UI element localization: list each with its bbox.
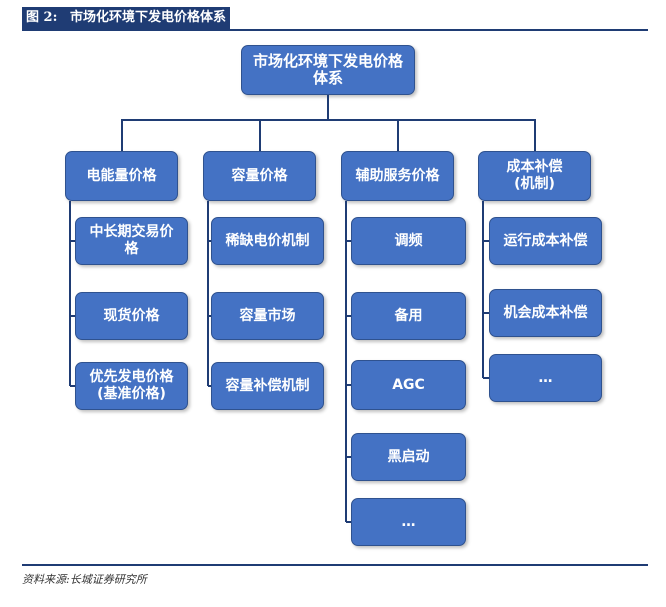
leaf-node-3-1-label: 调频 bbox=[394, 232, 423, 249]
leaf-node-4-1: 运行成本补偿 bbox=[489, 217, 602, 265]
leaf-node-3-4: 黑启动 bbox=[351, 433, 466, 481]
connector-leaf-3-2 bbox=[346, 315, 351, 317]
connector-leaf-3-4 bbox=[346, 456, 351, 458]
leaf-node-2-1-label: 稀缺电价机制 bbox=[225, 232, 310, 249]
leaf-node-2-3-label: 容量补偿机制 bbox=[225, 377, 310, 394]
figure-number: 图 2: bbox=[22, 7, 66, 29]
connector-spine-3 bbox=[345, 201, 347, 522]
leaf-node-1-2: 现货价格 bbox=[75, 292, 188, 340]
leaf-node-1-2-label: 现货价格 bbox=[103, 307, 160, 324]
leaf-node-1-1: 中长期交易价 格 bbox=[75, 217, 188, 265]
connector-leaf-1-3 bbox=[70, 385, 75, 387]
figure-header: 图 2: 市场化环境下发电价格体系 bbox=[22, 7, 648, 31]
category-node-1: 电能量价格 bbox=[65, 151, 178, 201]
leaf-node-4-2-label: 机会成本补偿 bbox=[503, 304, 588, 321]
category-node-4-label: 成本补偿 (机制) bbox=[506, 159, 563, 192]
connector-bus bbox=[120, 119, 536, 121]
leaf-node-1-3-label: 优先发电价格 (基准价格) bbox=[89, 369, 174, 402]
leaf-node-3-5-label: … bbox=[401, 513, 416, 530]
leaf-node-2-2-label: 容量市场 bbox=[239, 307, 296, 324]
figure-title: 市场化环境下发电价格体系 bbox=[66, 7, 231, 29]
leaf-node-3-1: 调频 bbox=[351, 217, 466, 265]
leaf-node-4-1-label: 运行成本补偿 bbox=[503, 232, 588, 249]
connector-category-2 bbox=[258, 120, 261, 151]
leaf-node-4-3: … bbox=[489, 354, 602, 402]
leaf-node-2-2: 容量市场 bbox=[211, 292, 324, 340]
leaf-node-3-3: AGC bbox=[351, 360, 466, 410]
connector-category-4 bbox=[533, 120, 536, 151]
connector-leaf-3-1 bbox=[346, 240, 351, 242]
connector-root bbox=[327, 95, 329, 120]
category-node-3-label: 辅助服务价格 bbox=[355, 167, 440, 184]
connector-leaf-3-3 bbox=[346, 384, 351, 386]
leaf-node-3-2-label: 备用 bbox=[394, 307, 423, 324]
leaf-node-2-1: 稀缺电价机制 bbox=[211, 217, 324, 265]
category-node-2-label: 容量价格 bbox=[231, 167, 288, 184]
connector-leaf-1-1 bbox=[70, 240, 75, 242]
connector-leaf-4-1 bbox=[483, 240, 489, 242]
leaf-node-3-4-label: 黑启动 bbox=[387, 448, 430, 465]
leaf-node-1-3: 优先发电价格 (基准价格) bbox=[75, 362, 188, 410]
category-node-3: 辅助服务价格 bbox=[341, 151, 454, 201]
footer-divider bbox=[22, 564, 648, 566]
leaf-node-3-2: 备用 bbox=[351, 292, 466, 340]
category-node-2: 容量价格 bbox=[203, 151, 316, 201]
connector-category-1 bbox=[120, 120, 123, 151]
connector-leaf-4-2 bbox=[483, 312, 489, 314]
leaf-node-3-3-label: AGC bbox=[392, 376, 425, 393]
connector-leaf-2-2 bbox=[208, 315, 211, 317]
root-node: 市场化环境下发电价格 体系 bbox=[241, 45, 415, 95]
leaf-node-4-2: 机会成本补偿 bbox=[489, 289, 602, 337]
connector-spine-4 bbox=[482, 201, 484, 378]
connector-leaf-4-3 bbox=[483, 377, 489, 379]
source-note: 资料来源:长城证券研究所 bbox=[22, 573, 147, 586]
connector-category-3 bbox=[396, 120, 399, 151]
leaf-node-4-3-label: … bbox=[538, 369, 553, 386]
root-node-label: 市场化环境下发电价格 体系 bbox=[252, 52, 403, 87]
leaf-node-2-3: 容量补偿机制 bbox=[211, 362, 324, 410]
category-node-1-label: 电能量价格 bbox=[86, 167, 157, 184]
leaf-node-1-1-label: 中长期交易价 格 bbox=[89, 224, 174, 257]
connector-leaf-3-5 bbox=[346, 521, 351, 523]
connector-leaf-1-2 bbox=[70, 315, 75, 317]
connector-spine-1 bbox=[69, 201, 71, 386]
category-node-4: 成本补偿 (机制) bbox=[478, 151, 591, 201]
connector-leaf-2-3 bbox=[208, 385, 211, 387]
connector-spine-2 bbox=[207, 201, 209, 386]
connector-leaf-2-1 bbox=[208, 240, 211, 242]
leaf-node-3-5: … bbox=[351, 498, 466, 546]
